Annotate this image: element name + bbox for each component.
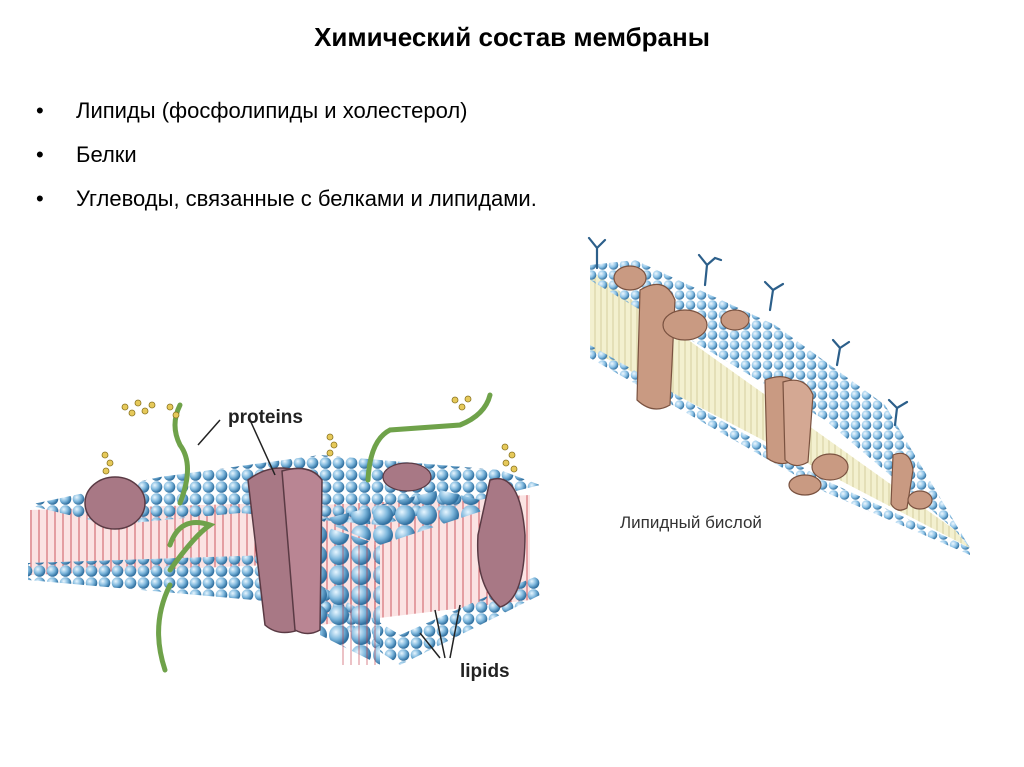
- bilayer-proteins: [613, 265, 933, 511]
- protein-peripheral-left: [84, 476, 146, 530]
- protein-small-right: [890, 452, 914, 511]
- label-lipids: lipids: [460, 661, 510, 682]
- carb-chain-top: [365, 392, 493, 483]
- protein-right: [476, 478, 526, 608]
- membrane-diagram-left: proteins lipids: [28, 392, 540, 682]
- bullet-item-lipids: •Липиды (фосфолипиды и холестерол): [36, 96, 537, 140]
- bullet-item-proteins: •Белки: [36, 140, 537, 184]
- bullet-marker: •: [36, 98, 44, 123]
- bullet-list: •Липиды (фосфолипиды и холестерол) •Белк…: [36, 96, 537, 228]
- lipid-block-top: [320, 490, 500, 545]
- membrane-proteins: [84, 462, 526, 635]
- lipid-bilayer-diagram-right: Липидный бислой: [587, 236, 970, 555]
- protein-peripheral-top: [382, 462, 432, 492]
- lipid-layer-bottom: [28, 555, 540, 665]
- bullet-marker: •: [36, 142, 44, 167]
- bilayer-bottom-edge: [590, 345, 970, 555]
- protein-large-left: [636, 283, 676, 410]
- carb-chain-front: [156, 520, 216, 673]
- bullet-marker: •: [36, 186, 44, 211]
- label-proteins: proteins: [228, 407, 303, 428]
- bullet-item-carbohydrates: •Углеводы, связанные с белками и липидам…: [36, 184, 537, 228]
- slide-title: Химический состав мембраны: [314, 22, 710, 52]
- caption-lipid-bilayer: Липидный бислой: [620, 513, 762, 532]
- glyco-branches: [587, 236, 909, 427]
- sugar-clusters: [101, 395, 518, 475]
